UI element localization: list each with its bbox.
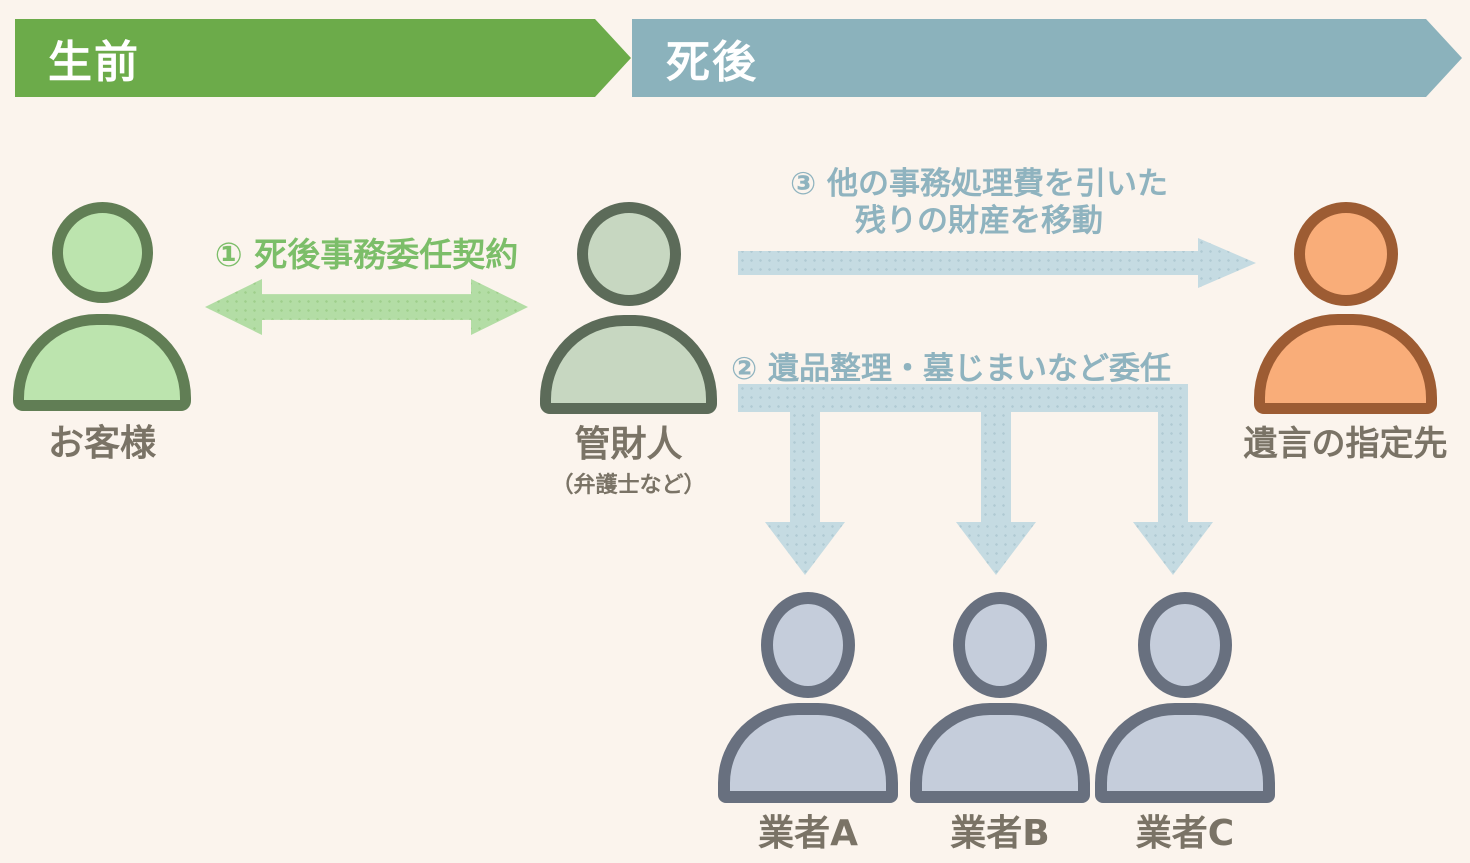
vendor-c-person-icon [1138,592,1232,698]
customer-figure: お客様 [13,202,191,464]
delegate-arrow-label: ② 遺品整理・墓じまいなど委任 [731,351,1172,387]
trustee-person-icon-body [540,315,717,414]
vendor-a-label: 業者A [758,813,858,854]
delegate-branch-stem-3 [1158,384,1188,524]
banner-after-death-label: 死後 [666,37,758,88]
will-designee-figure: 遺言の指定先 [1244,202,1448,463]
trustee-figure: 管財人 （弁護士など） [540,202,717,499]
transfer-arrow-label-line2: 残りの財産を移動 [855,203,1103,239]
will-designee-label: 遺言の指定先 [1243,424,1448,464]
transfer-arrow-label: ③ 他の事務処理費を引いた 残りの財産を移動 [740,166,1218,240]
vendor-c-person-icon-body [1095,703,1275,803]
vendor-a-person-icon [761,592,855,698]
vendor-c-label: 業者C [1135,813,1235,854]
delegate-branch-arrowhead-1 [765,522,845,575]
contract-arrow-label: ① 死後事務委任契約 [214,235,519,274]
vendor-b-label: 業者B [950,813,1050,854]
customer-person-icon-body [13,314,191,411]
delegate-branch-arrowhead-2 [956,522,1036,575]
customer-label: お客様 [47,423,156,464]
vendor-a-figure: 業者A [718,592,898,854]
delegate-branch-stem-2 [981,384,1011,524]
banner-after-death: 死後 [632,19,1462,97]
vendor-c-figure: 業者C [1095,592,1275,854]
will-designee-person-icon-body [1254,314,1437,414]
will-designee-person-icon [1293,202,1398,306]
vendor-b-figure: 業者B [910,592,1090,854]
customer-person-icon [51,202,153,303]
banner-before-death: 生前 [15,19,631,97]
banner-before-death-label: 生前 [48,37,140,88]
delegate-branch-arrowhead-3 [1133,522,1213,575]
vendor-b-person-icon-body [910,703,1090,803]
vendor-a-person-icon-body [718,703,898,803]
vendor-b-person-icon [953,592,1047,698]
trustee-label: 管財人 [574,424,683,465]
transfer-right-arrow [738,238,1256,288]
transfer-arrow-label-line1: ③ 他の事務処理費を引いた [789,166,1169,202]
trustee-person-icon [576,202,681,306]
delegate-branch-stem-1 [790,384,820,524]
trustee-sublabel: （弁護士など） [551,472,706,498]
contract-bidirectional-arrow [205,279,528,335]
